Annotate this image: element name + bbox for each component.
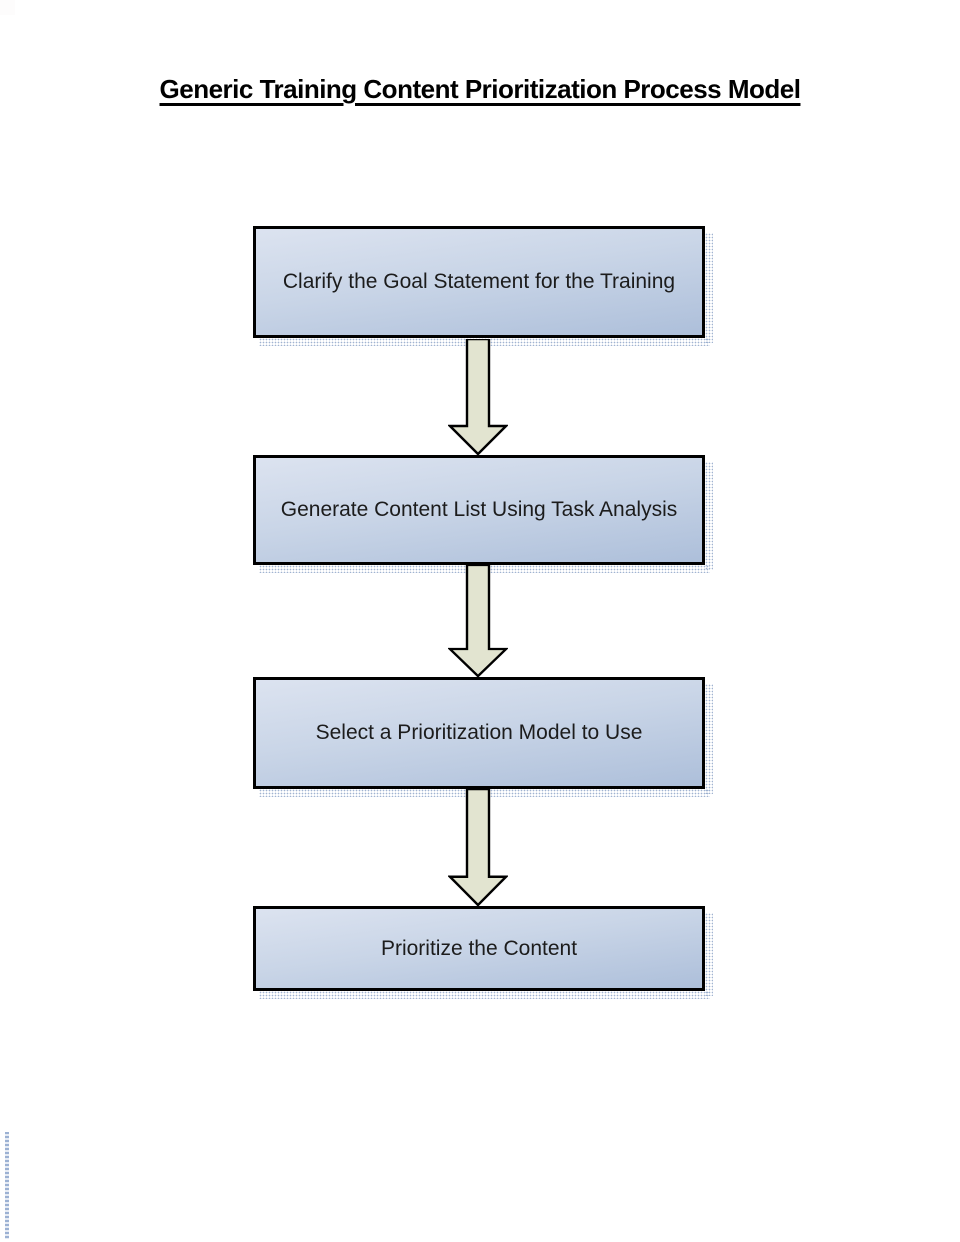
flow-step-select-model: Select a Prioritization Model to Use [253, 677, 713, 797]
down-arrow-shape [448, 565, 508, 678]
page-title: Generic Training Content Prioritization … [159, 74, 801, 104]
flow-step-label: Prioritize the Content [380, 936, 578, 960]
down-arrow-icon [448, 565, 508, 678]
down-arrow-shape [448, 789, 508, 907]
flow-step-generate-content-list: Generate Content List Using Task Analysi… [253, 455, 713, 573]
down-arrow-icon [448, 789, 508, 907]
left-margin-vertical-mark [5, 1132, 9, 1239]
flow-step-label: Generate Content List Using Task Analysi… [280, 498, 678, 521]
down-arrow-icon [448, 339, 508, 456]
flow-step-label: Select a Prioritization Model to Use [315, 721, 643, 744]
flow-step-clarify-goal: Clarify the Goal Statement for the Train… [253, 226, 713, 346]
scan-corner-smudge [0, 0, 15, 15]
down-arrow-shape [448, 339, 508, 456]
flow-step-label: Clarify the Goal Statement for the Train… [282, 270, 676, 293]
flow-step-prioritize-content: Prioritize the Content [253, 906, 713, 999]
